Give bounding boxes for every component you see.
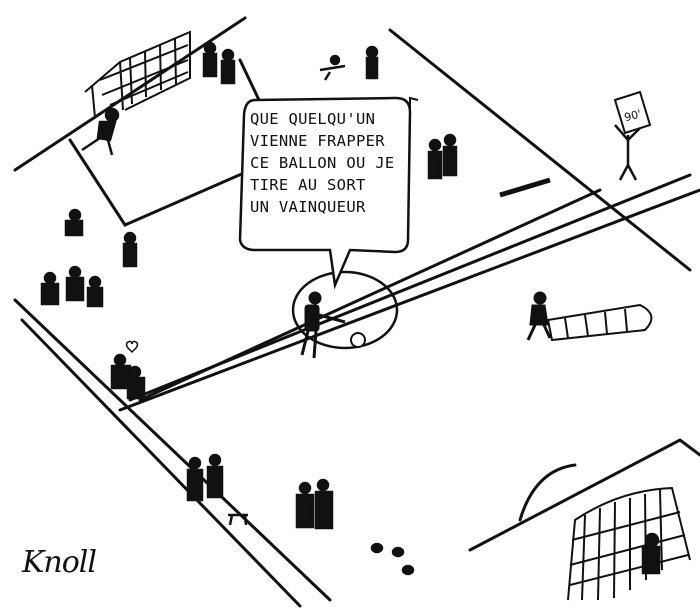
music-note-icon	[409, 96, 419, 110]
timer-board: 90'	[613, 90, 652, 181]
background-figures	[40, 41, 661, 576]
central-player	[300, 291, 346, 359]
timer-sign-text: 90'	[623, 107, 643, 124]
speech-line-3: CE BALLON OU JE	[250, 154, 395, 172]
speech-bubble	[238, 96, 412, 290]
speech-line-2: VIENNE FRAPPER	[250, 132, 385, 150]
soccer-ball	[350, 332, 366, 348]
artist-signature: Knoll	[22, 545, 97, 580]
speech-line-1: QUE QUELQU'UN	[250, 110, 376, 128]
hopscotch-player	[526, 291, 552, 341]
center-circle	[291, 270, 399, 350]
pitch-lines	[13, 16, 700, 608]
top-left-goal	[84, 30, 191, 119]
hopscotch	[546, 303, 653, 342]
heart-icon	[125, 340, 139, 354]
speech-line-5: UN VAINQUEUR	[250, 198, 366, 216]
speech-bubble-text: QUE QUELQU'UN VIENNE FRAPPER CE BALLON O…	[250, 108, 400, 218]
bottom-right-goal	[567, 486, 691, 601]
speech-line-4: TIRE AU SORT	[250, 176, 366, 194]
